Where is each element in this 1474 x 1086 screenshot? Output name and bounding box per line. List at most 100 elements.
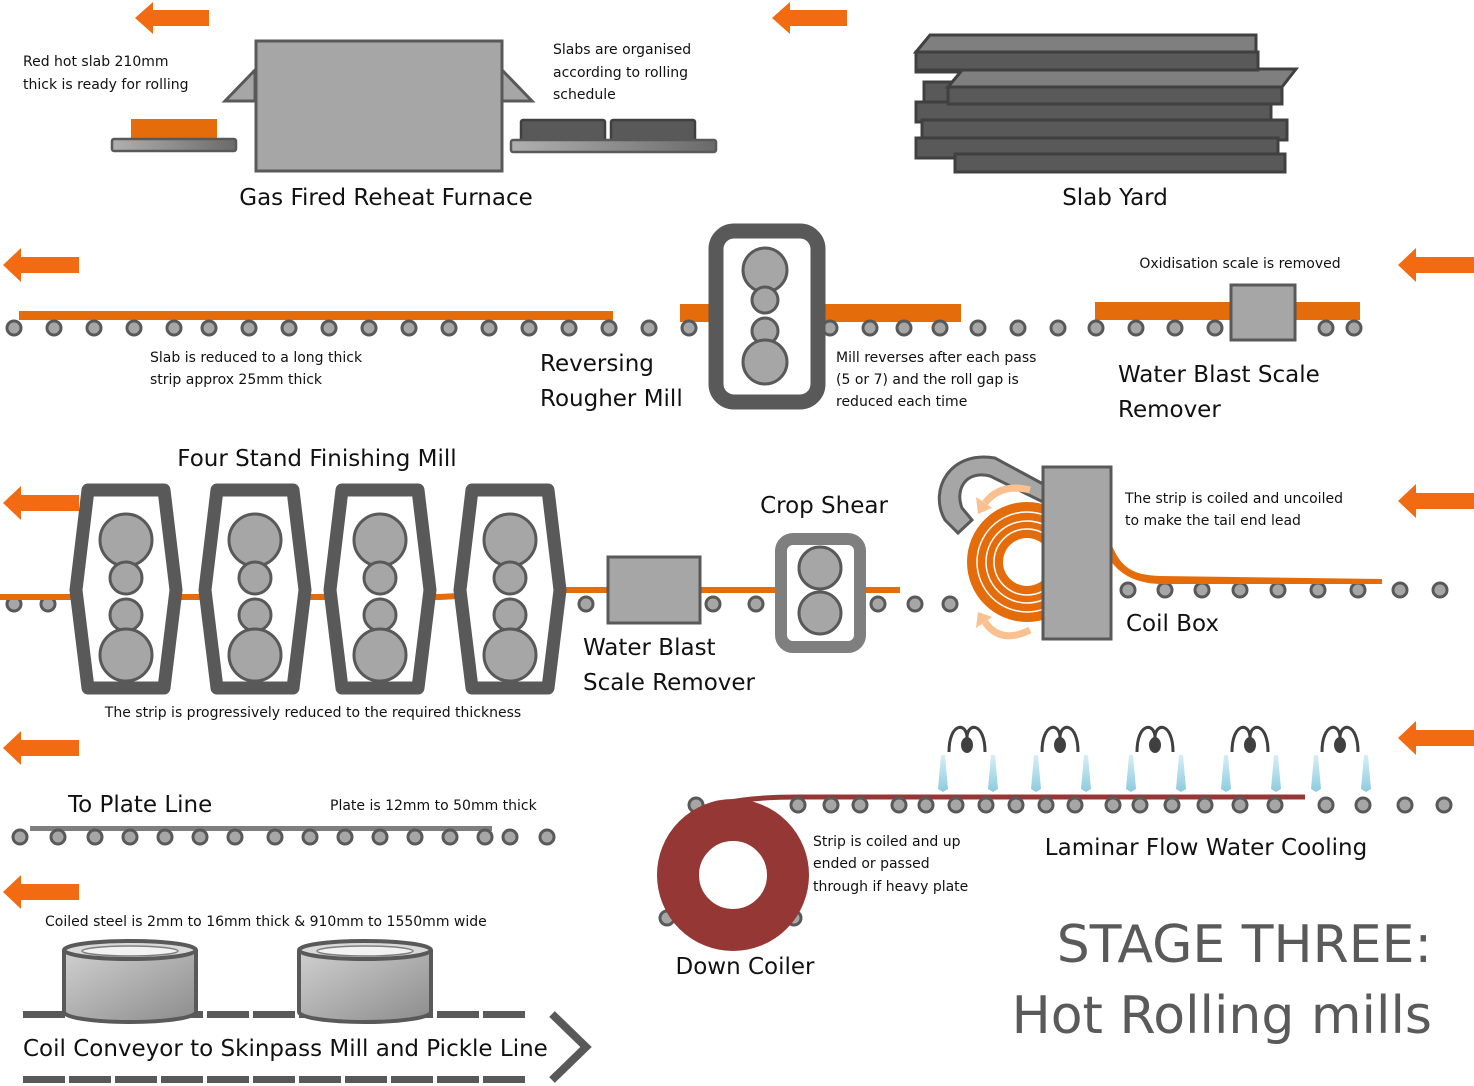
water-jet <box>1221 755 1231 792</box>
label-crop-shear: Crop Shear <box>760 493 888 519</box>
roller <box>1119 581 1137 599</box>
roller <box>226 828 244 846</box>
conveyor-segment <box>437 1011 479 1018</box>
work-roll <box>237 560 273 596</box>
conveyor-segment <box>299 1076 341 1083</box>
work-roll <box>482 627 538 683</box>
note-down-coiler-1: Strip is coiled and up <box>813 834 961 850</box>
note-slabs-1: Slabs are organised <box>553 42 691 58</box>
conveyor-segment <box>391 1076 433 1083</box>
crop-shear <box>775 533 866 653</box>
roller <box>931 319 949 337</box>
water-jet <box>1081 755 1091 792</box>
roller <box>1131 796 1149 814</box>
roller <box>400 319 418 337</box>
work-roll <box>98 627 154 683</box>
work-roll <box>362 597 398 633</box>
roller <box>441 828 459 846</box>
roller <box>125 319 143 337</box>
roller <box>822 796 840 814</box>
note-hot-slab-1: Red hot slab 210mm <box>23 54 169 70</box>
label-reheat-furnace: Gas Fired Reheat Furnace <box>239 185 533 211</box>
roller <box>1317 796 1335 814</box>
conveyor-segment <box>161 1076 203 1083</box>
conveyor-segment <box>23 1011 65 1018</box>
note-hot-slab-2: thick is ready for rolling <box>23 77 189 93</box>
conveyor-segment <box>253 1076 295 1083</box>
note-finishing: The strip is progressively reduced to th… <box>104 705 521 721</box>
roller <box>1087 319 1105 337</box>
label-finishing-mill: Four Stand Finishing Mill <box>177 446 456 472</box>
roller <box>476 828 494 846</box>
roller <box>861 319 879 337</box>
note-rougher-left-2: strip approx 25mm thick <box>150 372 323 388</box>
roller <box>1049 319 1067 337</box>
roller <box>1354 796 1372 814</box>
coil-box <box>937 455 1382 641</box>
conveyor-segment <box>207 1076 249 1083</box>
roller <box>1345 319 1363 337</box>
conveyor-segment <box>23 1076 65 1083</box>
label-slab-yard: Slab Yard <box>1062 185 1168 211</box>
water-jet <box>1271 755 1281 792</box>
roller <box>371 828 389 846</box>
work-roll <box>108 597 144 633</box>
water-jet <box>938 755 948 792</box>
note-coil-box-2: to make the tail end lead <box>1125 513 1301 529</box>
roller-table <box>5 581 1449 613</box>
roller <box>280 319 298 337</box>
roller <box>156 828 174 846</box>
roller <box>1127 319 1145 337</box>
reheat-furnace <box>221 39 536 173</box>
note-rougher-right-1: Mill reverses after each pass <box>836 350 1036 366</box>
title-line-1: STAGE THREE: <box>1057 915 1432 975</box>
conveyor-segment <box>115 1076 157 1083</box>
roller <box>266 828 284 846</box>
label-laminar-cooling: Laminar Flow Water Cooling <box>1045 835 1367 861</box>
roller <box>851 796 869 814</box>
roller <box>680 319 698 337</box>
label-rougher-2: Rougher Mill <box>540 386 683 412</box>
roller <box>1309 581 1327 599</box>
flow-arrow <box>3 875 79 909</box>
work-roll <box>492 597 528 633</box>
slab <box>914 50 1260 72</box>
label-rougher-1: Reversing <box>540 351 654 377</box>
roller <box>1163 796 1181 814</box>
note-slabs-2: according to rolling <box>553 65 688 81</box>
roller <box>240 319 258 337</box>
slab <box>953 152 1287 174</box>
flow-arrow <box>1398 484 1474 518</box>
roller-table <box>5 319 1363 337</box>
work-roll <box>492 560 528 596</box>
roller <box>895 319 913 337</box>
conveyor-segment <box>483 1011 525 1018</box>
flow-arrow <box>3 731 79 765</box>
roller <box>1037 796 1055 814</box>
label-water-blast-2a: Water Blast <box>583 635 716 661</box>
roller <box>917 796 935 814</box>
label-water-blast-2b: Scale Remover <box>583 670 756 696</box>
flow-arrow <box>1398 721 1474 755</box>
roller <box>1231 581 1249 599</box>
slab-top <box>944 67 1300 89</box>
conveyor-segment <box>437 1076 479 1083</box>
spray-nozzle <box>1244 737 1256 753</box>
note-rougher-left-1: Slab is reduced to a long thick <box>150 350 363 366</box>
steel-coil <box>62 950 198 1024</box>
work-roll <box>352 512 408 568</box>
work-roll <box>227 627 283 683</box>
roller <box>1317 319 1335 337</box>
work-roll <box>108 560 144 596</box>
roller <box>747 595 765 613</box>
roller <box>1269 581 1287 599</box>
roller <box>1206 319 1224 337</box>
roller <box>1104 796 1122 814</box>
flow-arrow <box>3 486 79 520</box>
roller <box>1349 581 1367 599</box>
spray-nozzle <box>1334 737 1346 753</box>
water-jet <box>1311 755 1321 792</box>
work-roll <box>362 560 398 596</box>
spray-nozzle <box>1149 737 1161 753</box>
spray-nozzle <box>1054 737 1066 753</box>
